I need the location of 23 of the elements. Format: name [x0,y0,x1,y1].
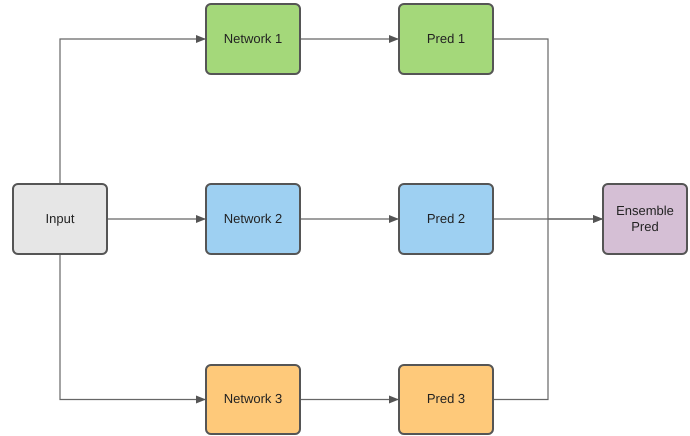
box-label: Pred 3 [426,391,466,408]
process-box [205,183,301,255]
arrow [301,215,399,223]
box-label: Network 3 [224,391,282,408]
arrow [59,255,206,404]
arrow [494,215,603,400]
box-label: Ensemble Pred [615,202,675,236]
process-box [12,183,108,255]
box-label: Input [46,210,74,228]
arrow [108,215,206,223]
box-label: Network 1 [224,30,282,48]
process-box [205,3,301,75]
arrow [301,35,399,43]
process-box [398,3,494,75]
arrow [301,396,399,404]
process-box [398,364,494,435]
process-box [398,183,494,255]
box-label: Pred 1 [426,30,466,48]
process-box [602,183,688,255]
process-box [205,364,301,435]
arrow [59,35,206,183]
box-label: Pred 2 [426,210,466,228]
box-label: Network 2 [224,210,282,228]
